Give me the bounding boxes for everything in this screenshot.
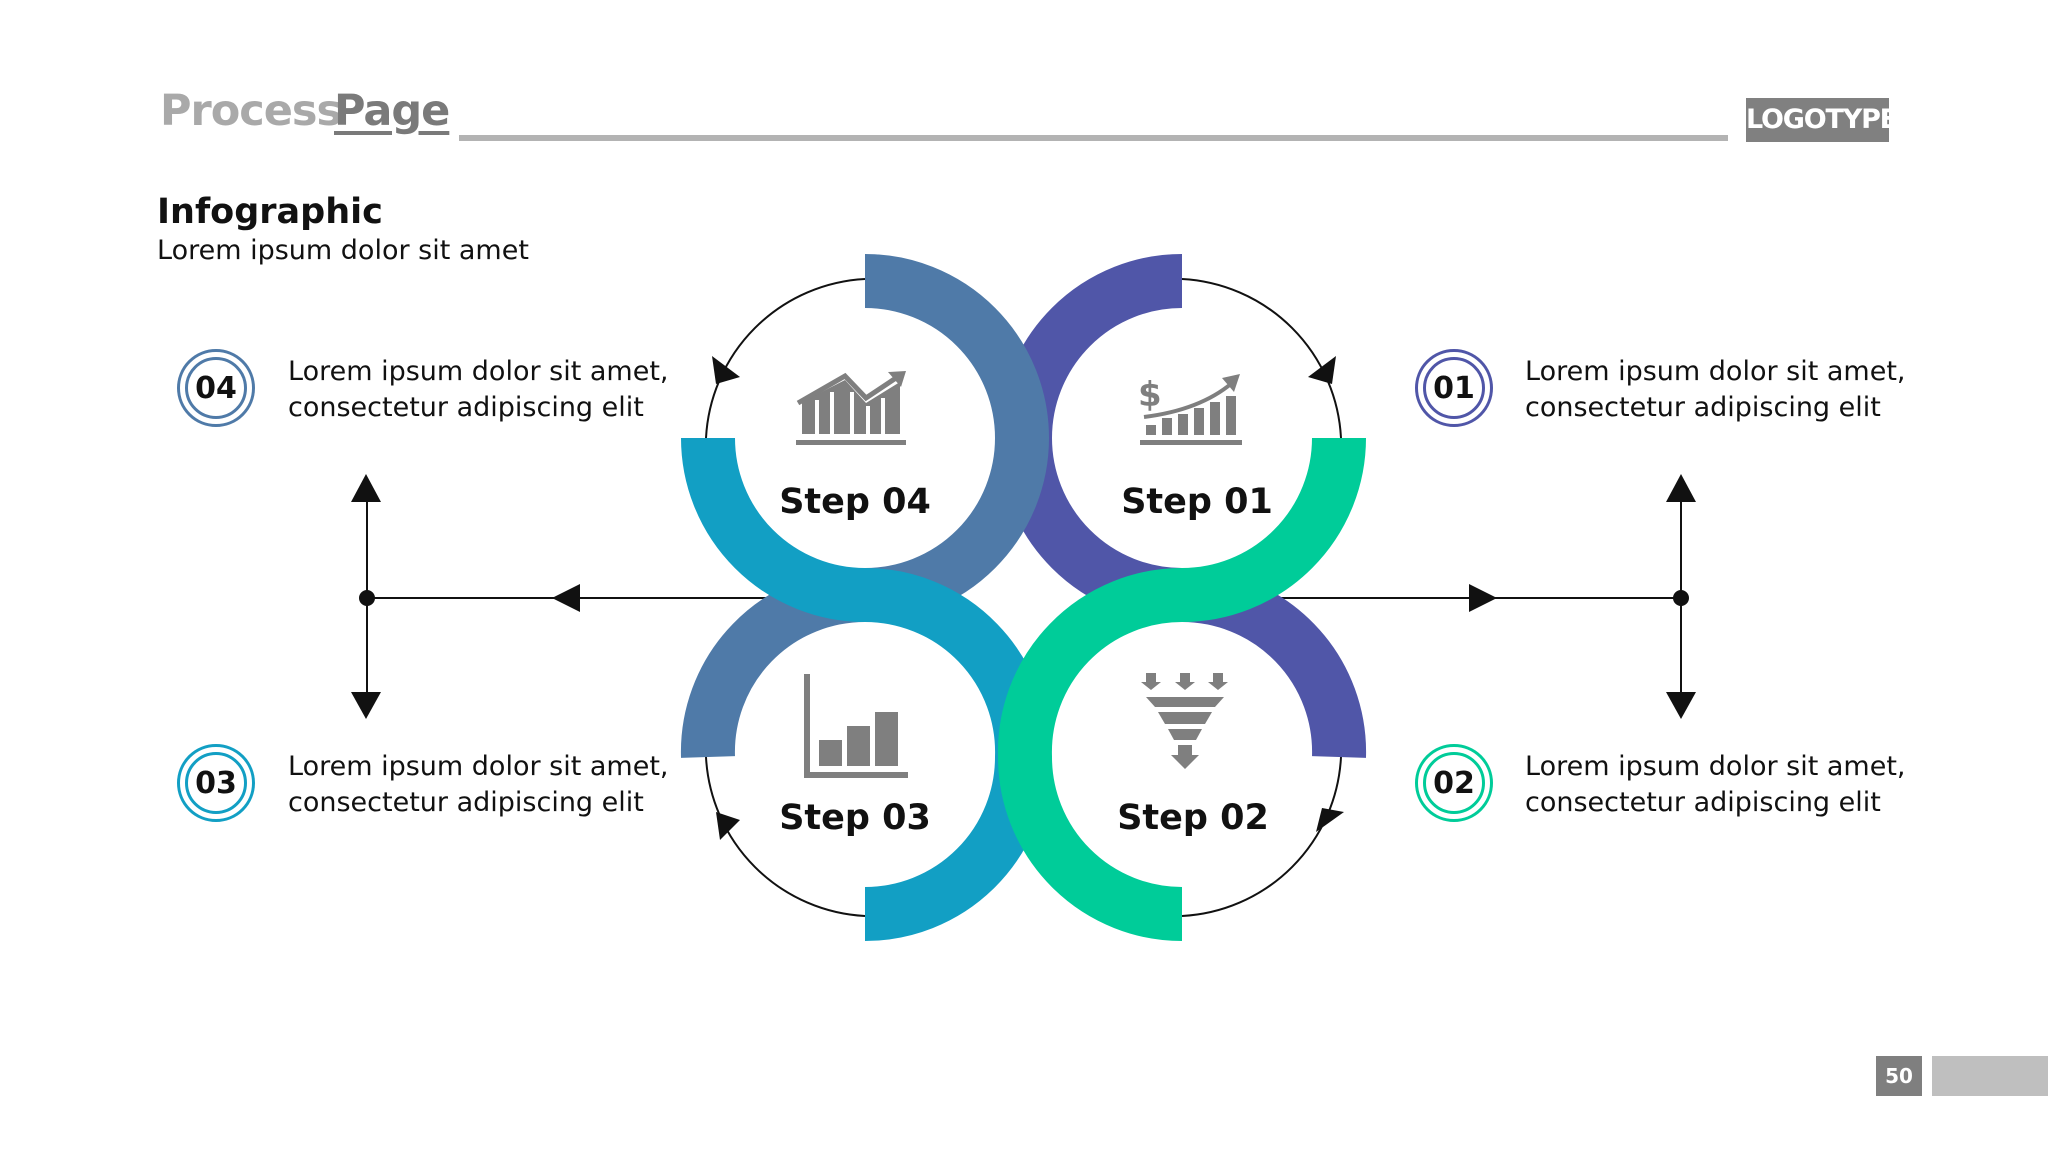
cycle-arrowheads <box>712 356 1344 840</box>
description-03-line1: Lorem ipsum dolor sit amet, <box>288 751 669 782</box>
right-connector <box>1258 474 1696 719</box>
number-badge-01: 01 <box>1415 349 1493 427</box>
number-badge-03: 03 <box>177 744 255 822</box>
arrowhead-step04 <box>712 356 740 384</box>
ribbons <box>680 254 1367 941</box>
description-04-line1: Lorem ipsum dolor sit amet, <box>288 356 669 387</box>
arrowhead-step03 <box>716 812 740 840</box>
page-number: 50 <box>1876 1056 1922 1096</box>
number-badge-04-text: 04 <box>185 357 247 419</box>
ribbon-step02 <box>997 437 1366 941</box>
description-02-line1: Lorem ipsum dolor sit amet, <box>1525 751 1906 782</box>
arc-step03 <box>705 756 866 917</box>
number-badge-02-text: 02 <box>1423 752 1485 814</box>
cycle-arcs <box>705 278 1342 917</box>
ribbon-step03 <box>681 437 1050 941</box>
description-04-line2: consectetur adipiscing elit <box>288 392 644 423</box>
ribbon-step01 <box>997 254 1367 758</box>
arc-step01 <box>1181 278 1342 439</box>
bar-chart-icon <box>804 674 908 778</box>
step-label-01: Step 01 <box>1121 482 1273 522</box>
section-title: Infographic <box>157 192 383 232</box>
description-03: Lorem ipsum dolor sit amet, consectetur … <box>288 749 669 821</box>
step-label-02: Step 02 <box>1117 798 1269 838</box>
number-badge-02: 02 <box>1415 744 1493 822</box>
step-label-03: Step 03 <box>779 798 931 838</box>
description-02: Lorem ipsum dolor sit amet, consectetur … <box>1525 749 1906 821</box>
number-badge-01-text: 01 <box>1423 357 1485 419</box>
header-rule <box>459 135 1728 141</box>
ribbon-step04 <box>680 254 1050 758</box>
arrowhead-step02 <box>1316 808 1344 832</box>
description-01-line2: consectetur adipiscing elit <box>1525 392 1881 423</box>
dollar-growth-chart-icon: $ <box>1138 374 1242 445</box>
left-connector <box>351 474 790 719</box>
title-process: Process <box>160 86 342 136</box>
arrowhead-step01 <box>1308 356 1336 384</box>
section-subtitle: Lorem ipsum dolor sit amet <box>157 235 529 266</box>
number-badge-03-text: 03 <box>185 752 247 814</box>
description-02-line2: consectetur adipiscing elit <box>1525 787 1881 818</box>
svg-text:$: $ <box>1138 375 1162 415</box>
description-04: Lorem ipsum dolor sit amet, consectetur … <box>288 354 669 426</box>
description-01-line1: Lorem ipsum dolor sit amet, <box>1525 356 1906 387</box>
title-page: Page <box>334 86 450 136</box>
description-01: Lorem ipsum dolor sit amet, consectetur … <box>1525 354 1906 426</box>
page-number-bar <box>1932 1056 2048 1096</box>
step-label-04: Step 04 <box>779 482 931 522</box>
number-badge-04: 04 <box>177 349 255 427</box>
description-03-line2: consectetur adipiscing elit <box>288 787 644 818</box>
area-growth-chart-icon <box>796 371 906 445</box>
arc-step02 <box>1181 756 1342 917</box>
funnel-icon <box>1141 673 1228 769</box>
arc-step04 <box>705 278 866 439</box>
logotype: LOGOTYPE <box>1746 98 1889 142</box>
